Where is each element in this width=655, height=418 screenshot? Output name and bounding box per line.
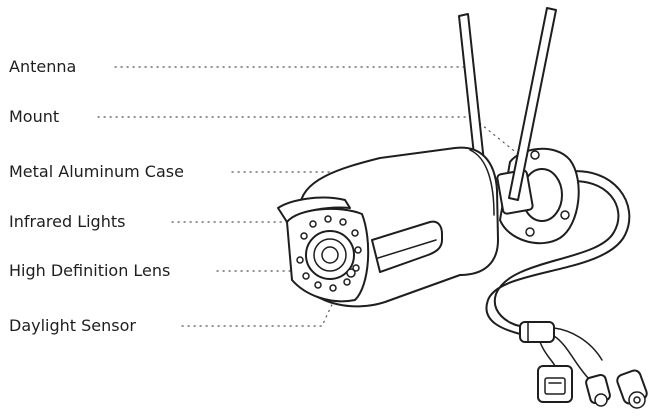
label-daylight-sensor: Daylight Sensor (9, 316, 136, 335)
cable (485, 170, 648, 409)
infrared-leds (296, 215, 362, 292)
label-mount: Mount (9, 107, 60, 126)
label-antenna: Antenna (9, 57, 77, 76)
leader-daylight (181, 297, 336, 327)
daylight-sensor-dot (346, 268, 356, 278)
label-metal-aluminum-case: Metal Aluminum Case (9, 162, 184, 181)
label-high-definition-lens: High Definition Lens (9, 261, 171, 280)
label-infrared-lights: Infrared Lights (9, 212, 126, 231)
camera-body (277, 146, 499, 308)
